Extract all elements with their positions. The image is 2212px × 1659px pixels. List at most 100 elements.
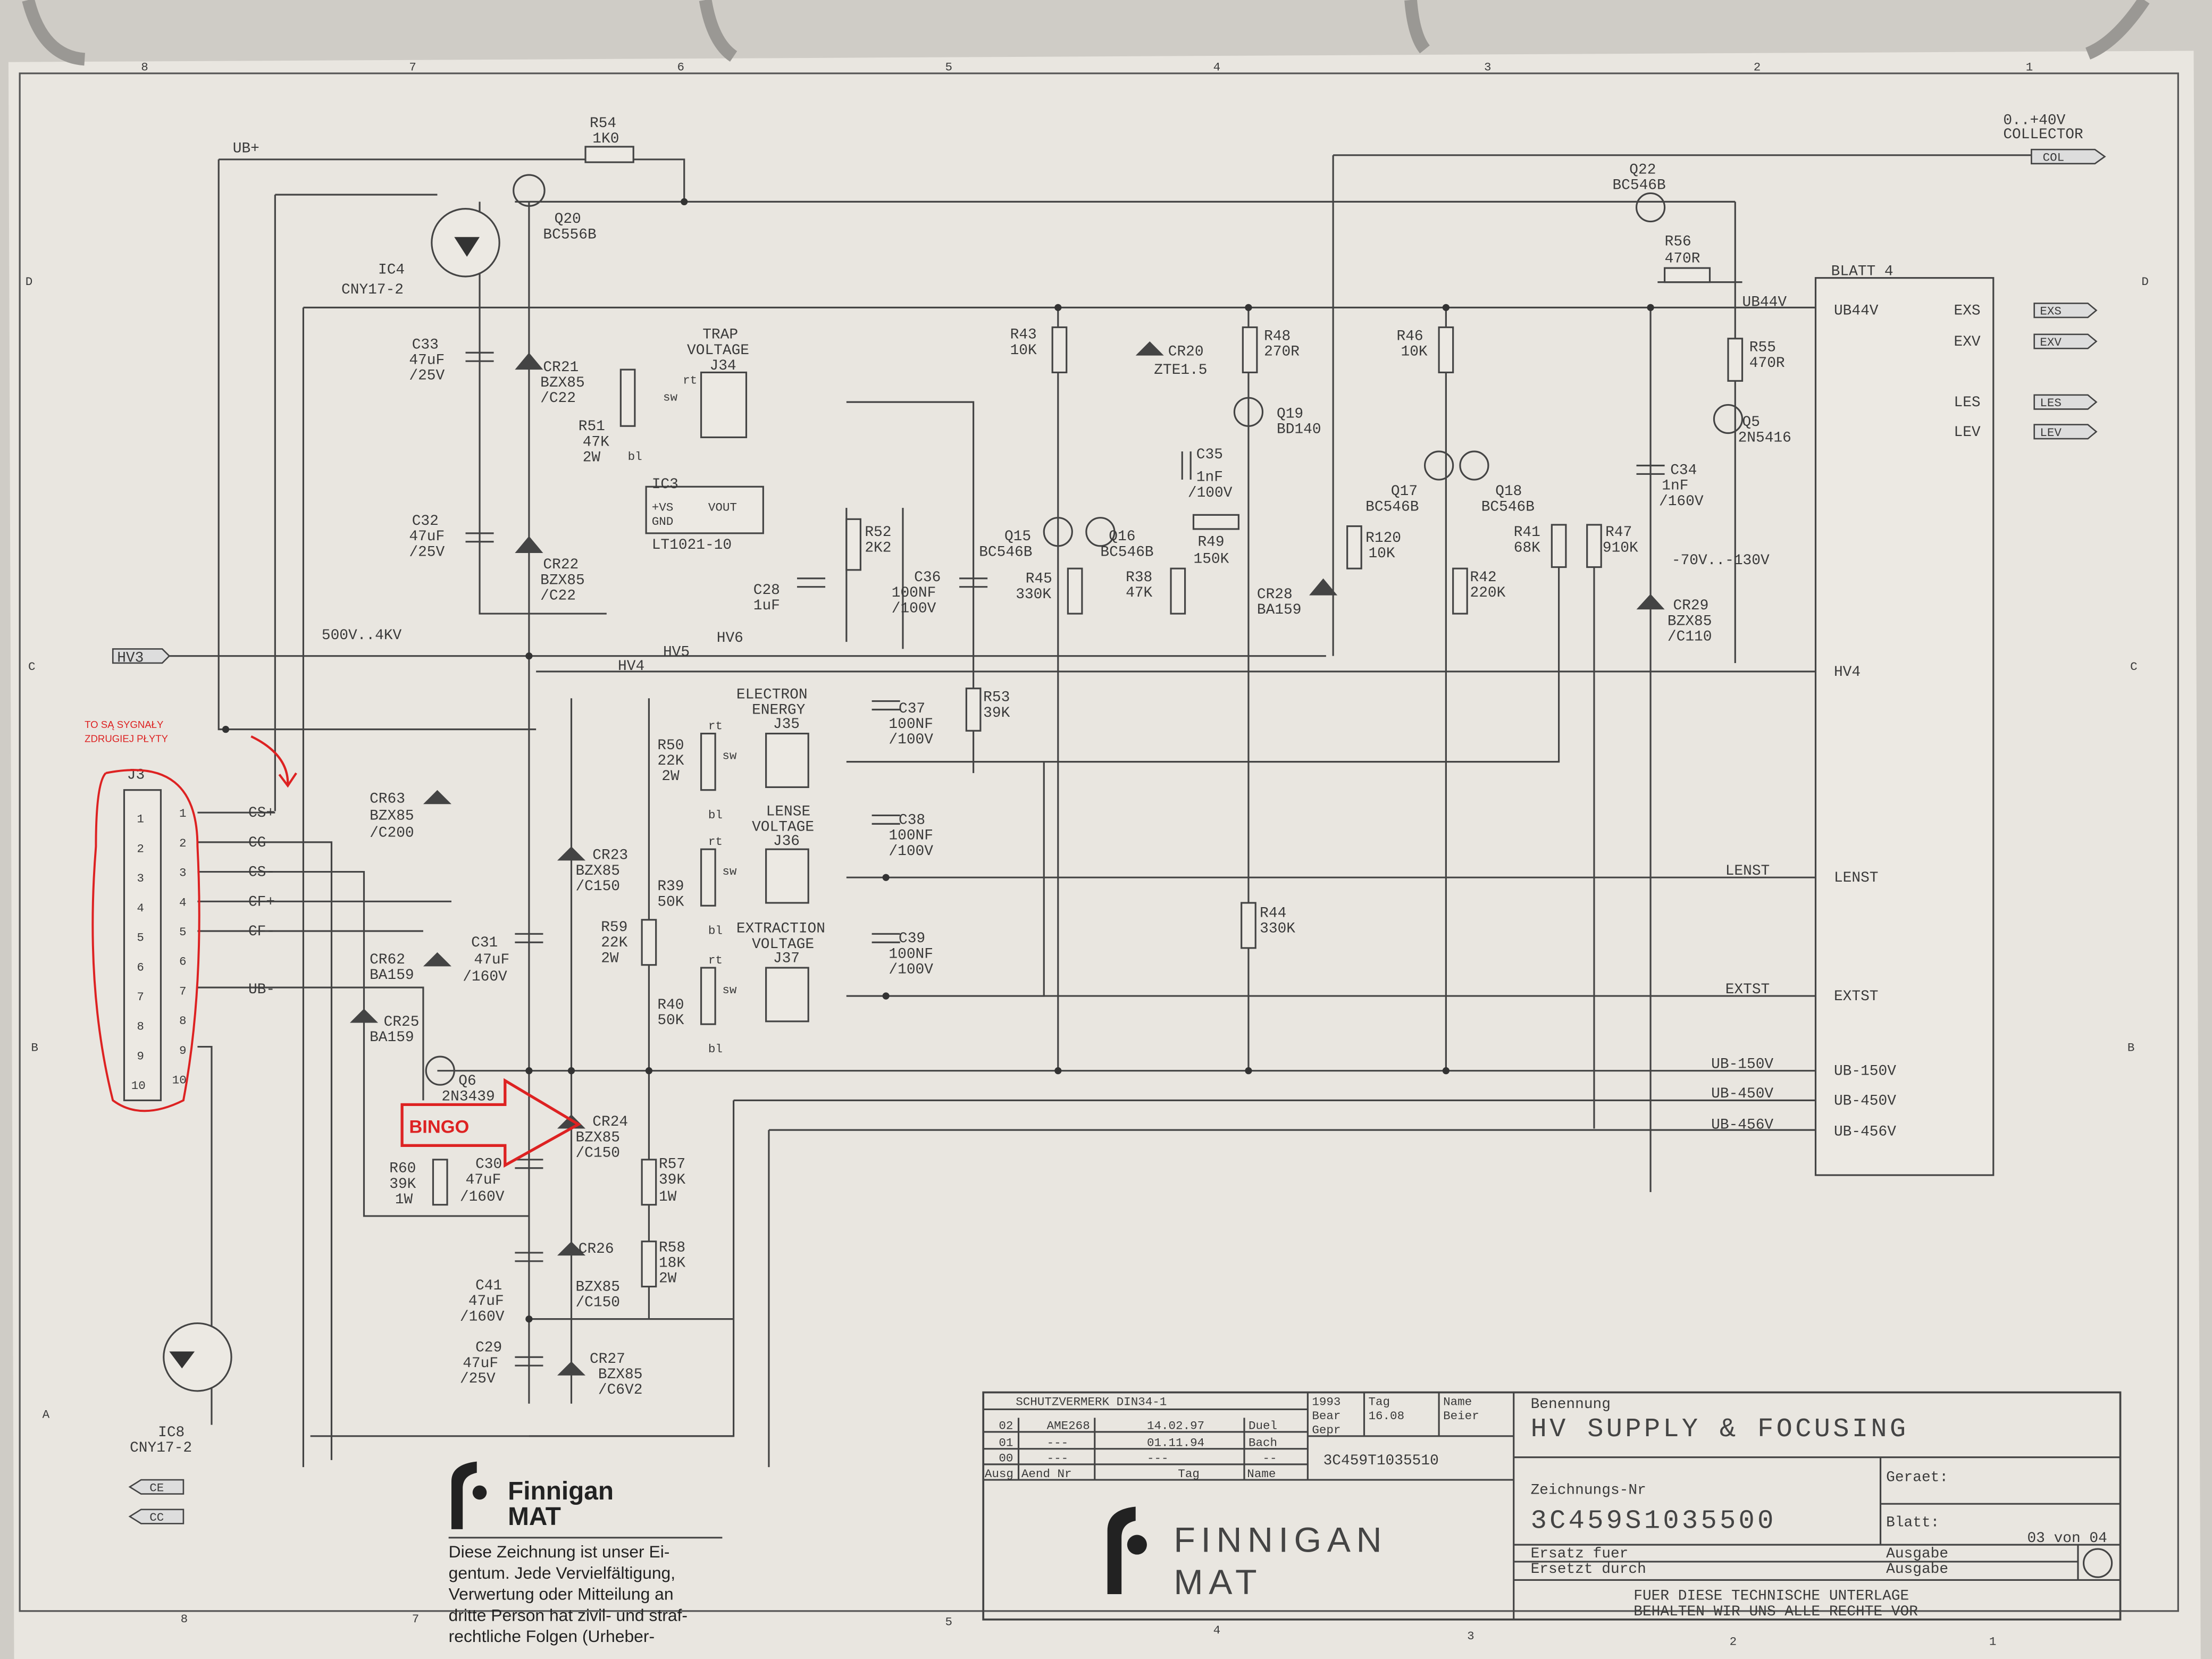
svg-text:Q6: Q6 (458, 1073, 476, 1090)
svg-text:47uF: 47uF (409, 352, 445, 368)
svg-text:-70V..-130V: -70V..-130V (1672, 552, 1770, 569)
svg-text:CR63: CR63 (370, 791, 405, 808)
svg-text:10K: 10K (1010, 342, 1037, 359)
resistor-r41 (1551, 524, 1567, 568)
svg-text:C30: C30 (475, 1157, 502, 1173)
svg-text:Beier: Beier (1443, 1409, 1479, 1423)
svg-text:Ersetzt durch: Ersetzt durch (1531, 1561, 1646, 1578)
svg-text:R38: R38 (1126, 569, 1152, 586)
svg-text:330K: 330K (1260, 921, 1295, 937)
svg-text:3: 3 (179, 866, 187, 880)
capacitor-c41 (515, 1252, 543, 1262)
svg-text:CR21: CR21 (543, 359, 579, 376)
svg-text:2: 2 (1730, 1635, 1737, 1648)
svg-text:8: 8 (181, 1612, 188, 1626)
capacitor-c31 (515, 933, 543, 943)
svg-text:01: 01 (999, 1436, 1013, 1449)
svg-text:BZX85: BZX85 (575, 863, 620, 879)
svg-text:R42: R42 (1470, 569, 1496, 586)
svg-text:LES: LES (2040, 396, 2062, 410)
copyright-notice: Finnigan MAT Diese Zeichnung ist unser E… (449, 1461, 723, 1646)
svg-text:UB-450V: UB-450V (1834, 1093, 1896, 1109)
svg-text:/C150: /C150 (575, 1145, 620, 1162)
resistor-r120 (1346, 525, 1362, 569)
svg-text:2N3439: 2N3439 (441, 1088, 495, 1105)
svg-text:CC: CC (149, 1511, 164, 1524)
zener-cr26 (557, 1241, 586, 1256)
svg-text:TO SĄ SYGNAŁY: TO SĄ SYGNAŁY (85, 719, 163, 730)
svg-text:R59: R59 (601, 919, 627, 936)
capacitor-c36 (959, 577, 988, 588)
svg-text:LEV: LEV (1954, 424, 1980, 441)
svg-text:47K: 47K (583, 434, 609, 450)
svg-text:47uF: 47uF (468, 1293, 504, 1310)
svg-text:R45: R45 (1026, 571, 1052, 588)
resistor-r54 (584, 146, 634, 163)
svg-text:CF-: CF- (248, 924, 275, 940)
svg-text:sw: sw (722, 865, 737, 878)
svg-text:1nF: 1nF (1196, 470, 1223, 486)
svg-text:HV SUPPLY & FOCUSING: HV SUPPLY & FOCUSING (1531, 1414, 1909, 1445)
svg-text:J36: J36 (773, 833, 800, 850)
svg-text:BZX85: BZX85 (598, 1367, 643, 1383)
svg-text:6: 6 (677, 61, 684, 74)
svg-text:J37: J37 (773, 950, 800, 967)
svg-text:R49: R49 (1197, 534, 1224, 551)
svg-text:BZX85: BZX85 (575, 1129, 620, 1146)
svg-text:UB-150V: UB-150V (1711, 1056, 1773, 1073)
svg-text:UB-456V: UB-456V (1834, 1124, 1896, 1141)
led-ic4 (454, 237, 480, 257)
svg-text:HV5: HV5 (663, 644, 690, 661)
svg-text:/C22: /C22 (540, 588, 576, 605)
svg-text:R46: R46 (1397, 328, 1423, 345)
svg-text:10: 10 (172, 1074, 187, 1087)
svg-text:rechtliche Folgen (Urheber-: rechtliche Folgen (Urheber- (449, 1627, 655, 1646)
svg-text:/25V: /25V (460, 1371, 496, 1387)
svg-text:8: 8 (137, 1020, 144, 1034)
svg-text:COLLECTOR: COLLECTOR (2003, 127, 2083, 143)
svg-text:CR23: CR23 (592, 848, 628, 864)
svg-text:BZX85: BZX85 (370, 808, 414, 824)
svg-text:gentum. Jede Vervielfältigung,: gentum. Jede Vervielfältigung, (449, 1563, 675, 1582)
svg-text:R47: R47 (1605, 524, 1632, 541)
svg-text:R43: R43 (1010, 327, 1037, 343)
svg-text:BA159: BA159 (370, 967, 414, 984)
svg-text:EXS: EXS (1954, 303, 1980, 320)
svg-text:C31: C31 (471, 935, 498, 951)
svg-text:100NF: 100NF (892, 585, 936, 601)
exv-port (2033, 333, 2098, 349)
svg-text:BZX85: BZX85 (540, 572, 585, 589)
svg-text:EXV: EXV (1954, 334, 1980, 350)
grid-column-labels: 8 7 6 5 4 3 2 1 8 7 5 4 3 2 1 (141, 61, 2033, 1649)
svg-text:LES: LES (1954, 395, 1980, 411)
svg-text:100NF: 100NF (889, 946, 933, 962)
svg-text:MAT: MAT (508, 1503, 561, 1531)
svg-text:VOLTAGE: VOLTAGE (752, 936, 814, 953)
svg-text:D: D (2141, 275, 2149, 289)
svg-text:14.02.97: 14.02.97 (1147, 1419, 1204, 1433)
svg-text:UB44V: UB44V (1742, 295, 1787, 311)
connector-j3-labels: J3 1 2 3 4 5 6 7 8 9 10 1 2 3 4 5 6 7 8 … (127, 767, 187, 1093)
svg-text:Geraet:: Geraet: (1886, 1470, 1948, 1486)
svg-text:2W: 2W (661, 768, 680, 785)
svg-text:Bear: Bear (1312, 1409, 1340, 1423)
svg-text:Q22: Q22 (1629, 162, 1656, 178)
svg-text:sw: sw (722, 983, 737, 997)
svg-text:/160V: /160V (463, 969, 507, 985)
svg-text:/100V: /100V (892, 600, 936, 617)
svg-text:rt: rt (708, 953, 723, 967)
svg-text:R52: R52 (865, 524, 891, 541)
svg-text:R57: R57 (659, 1157, 685, 1173)
svg-text:B: B (31, 1041, 38, 1055)
svg-text:LEV: LEV (2040, 426, 2062, 440)
svg-text:Finnigan: Finnigan (508, 1477, 614, 1505)
svg-text:D: D (26, 275, 33, 289)
svg-text:8: 8 (179, 1014, 187, 1028)
svg-text:1: 1 (137, 812, 144, 826)
zener-cr27 (557, 1361, 586, 1376)
svg-text:bl: bl (708, 808, 723, 822)
svg-text:/C110: /C110 (1668, 629, 1712, 645)
svg-text:C: C (28, 660, 36, 674)
svg-text:Bach: Bach (1249, 1436, 1277, 1449)
ce-port (128, 1479, 185, 1495)
